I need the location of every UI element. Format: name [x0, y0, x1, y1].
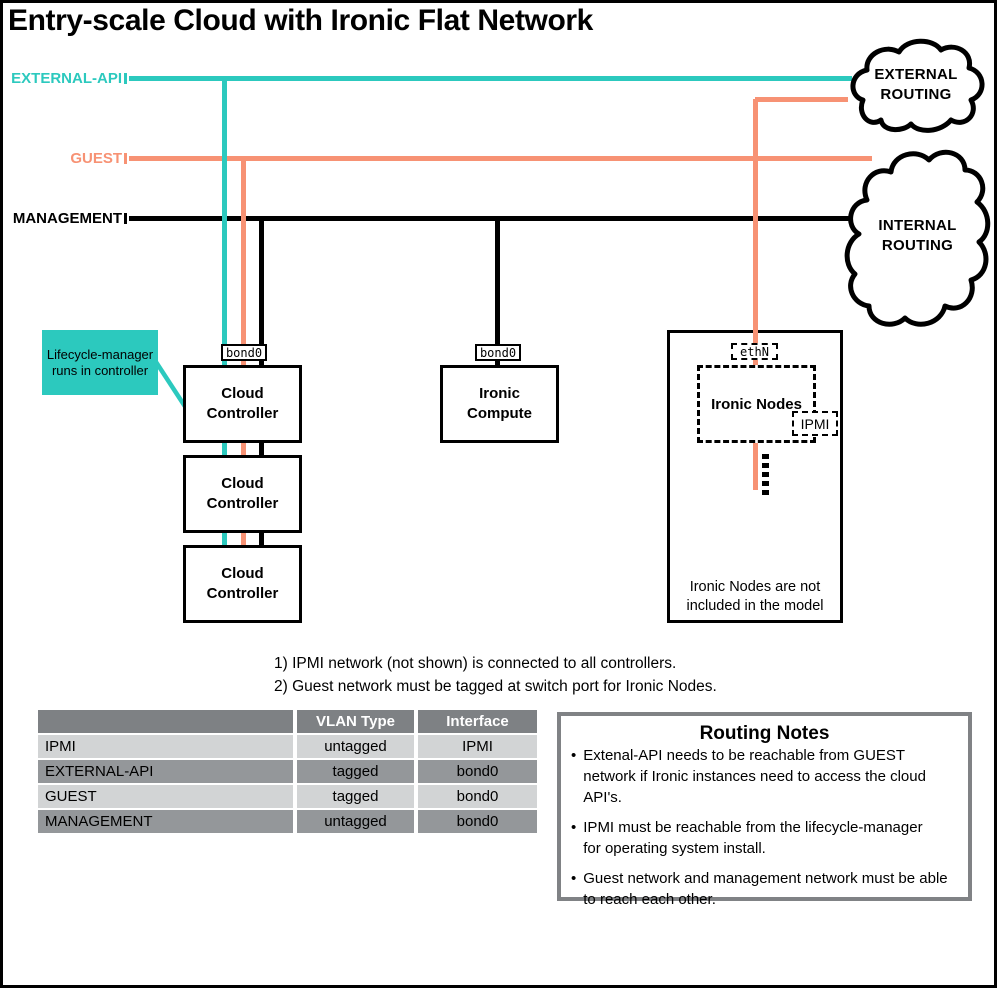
- table-cell-name: IPMI: [38, 735, 293, 758]
- management-line-tick: [124, 213, 127, 224]
- management-network-label: MANAGEMENT: [12, 210, 122, 227]
- cloud-controller-box-3: Cloud Controller: [183, 545, 302, 623]
- table-cell-interface: bond0: [418, 785, 537, 808]
- table-header-vlan-type: VLAN Type: [297, 710, 414, 733]
- cloud-controller-box-2: Cloud Controller: [183, 455, 302, 533]
- bullet-icon: •: [571, 870, 577, 887]
- external-api-drop-line: [222, 78, 227, 547]
- controller-bond0-port-label: bond0: [221, 344, 267, 361]
- table-cell-interface: bond0: [418, 760, 537, 783]
- guest-line-tick: [124, 153, 127, 164]
- routing-notes-title: Routing Notes: [699, 723, 830, 744]
- external-api-network-line: [129, 76, 852, 81]
- bullet-icon: •: [571, 819, 577, 836]
- table-cell-interface: IPMI: [418, 735, 537, 758]
- callout-pointer-line: [154, 360, 188, 410]
- routing-note-text: Extenal-API needs to be reachable from G…: [583, 747, 926, 806]
- ironic-nodes-label: Ironic Nodes: [711, 395, 802, 413]
- internal-routing-cloud: INTERNAL ROUTING: [843, 140, 992, 332]
- ellipsis-dot: [762, 490, 769, 495]
- ellipsis-dot: [762, 463, 769, 468]
- routing-note-item: • Extenal-API needs to be reachable from…: [571, 745, 962, 808]
- internal-routing-label: INTERNAL ROUTING: [878, 217, 957, 254]
- table-cell-vlan: tagged: [297, 785, 414, 808]
- table-header-interface: Interface: [418, 710, 537, 733]
- routing-note-text: IPMI must be reachable from the lifecycl…: [583, 819, 923, 857]
- more-nodes-ellipsis: [762, 454, 769, 495]
- footnote-1: 1) IPMI network (not shown) is connected…: [274, 655, 677, 672]
- external-routing-cloud: EXTERNAL ROUTING: [845, 36, 987, 134]
- table-cell-vlan: untagged: [297, 810, 414, 833]
- ipmi-port-label: IPMI: [792, 411, 838, 436]
- table-cell-vlan: untagged: [297, 735, 414, 758]
- page-title: Entry-scale Cloud with Ironic Flat Netwo…: [8, 4, 593, 37]
- ironic-nodes-note: Ironic Nodes are not included in the mod…: [686, 579, 824, 614]
- table-cell-interface: bond0: [418, 810, 537, 833]
- routing-notes-box: Routing Notes • Extenal-API needs to be …: [557, 712, 972, 908]
- ellipsis-dot: [762, 472, 769, 477]
- lifecycle-manager-callout: Lifecycle-manager runs in controller: [42, 330, 158, 395]
- diagram-footnotes: 1) IPMI network (not shown) is connected…: [274, 652, 717, 698]
- external-routing-label: EXTERNAL ROUTING: [874, 66, 958, 103]
- external-api-line-tick: [124, 73, 127, 84]
- ellipsis-dot: [762, 481, 769, 486]
- routing-note-item: • IPMI must be reachable from the lifecy…: [571, 817, 962, 859]
- external-api-network-label: EXTERNAL-API: [11, 70, 122, 87]
- management-drop-line-compute: [495, 218, 500, 367]
- cloud-shape: [850, 38, 985, 133]
- cloud-controller-box-1: Cloud Controller: [183, 365, 302, 443]
- guest-network-line: [129, 156, 872, 161]
- guest-network-label: GUEST: [70, 150, 122, 167]
- routing-note-text: Guest network and management network mus…: [583, 870, 948, 908]
- table-cell-vlan: tagged: [297, 760, 414, 783]
- table-cell-name: MANAGEMENT: [38, 810, 293, 833]
- vlan-table: VLAN Type Interface IPMI untagged IPMI E…: [38, 710, 537, 833]
- guest-to-external-routing-branch-line: [755, 97, 848, 102]
- ellipsis-dot: [762, 454, 769, 459]
- table-cell-name: GUEST: [38, 785, 293, 808]
- table-header-network: [38, 710, 293, 733]
- cloud-shape: [844, 149, 991, 327]
- routing-note-item: • Guest network and management network m…: [571, 868, 962, 910]
- bullet-icon: •: [571, 747, 577, 764]
- compute-bond0-port-label: bond0: [475, 344, 521, 361]
- footnote-2: 2) Guest network must be tagged at switc…: [274, 678, 717, 695]
- guest-drop-line-ironic-nodes: [753, 99, 758, 490]
- management-network-line: [129, 216, 858, 221]
- ethn-port-label: ethN: [731, 343, 778, 360]
- ironic-compute-box: Ironic Compute: [440, 365, 559, 443]
- table-cell-name: EXTERNAL-API: [38, 760, 293, 783]
